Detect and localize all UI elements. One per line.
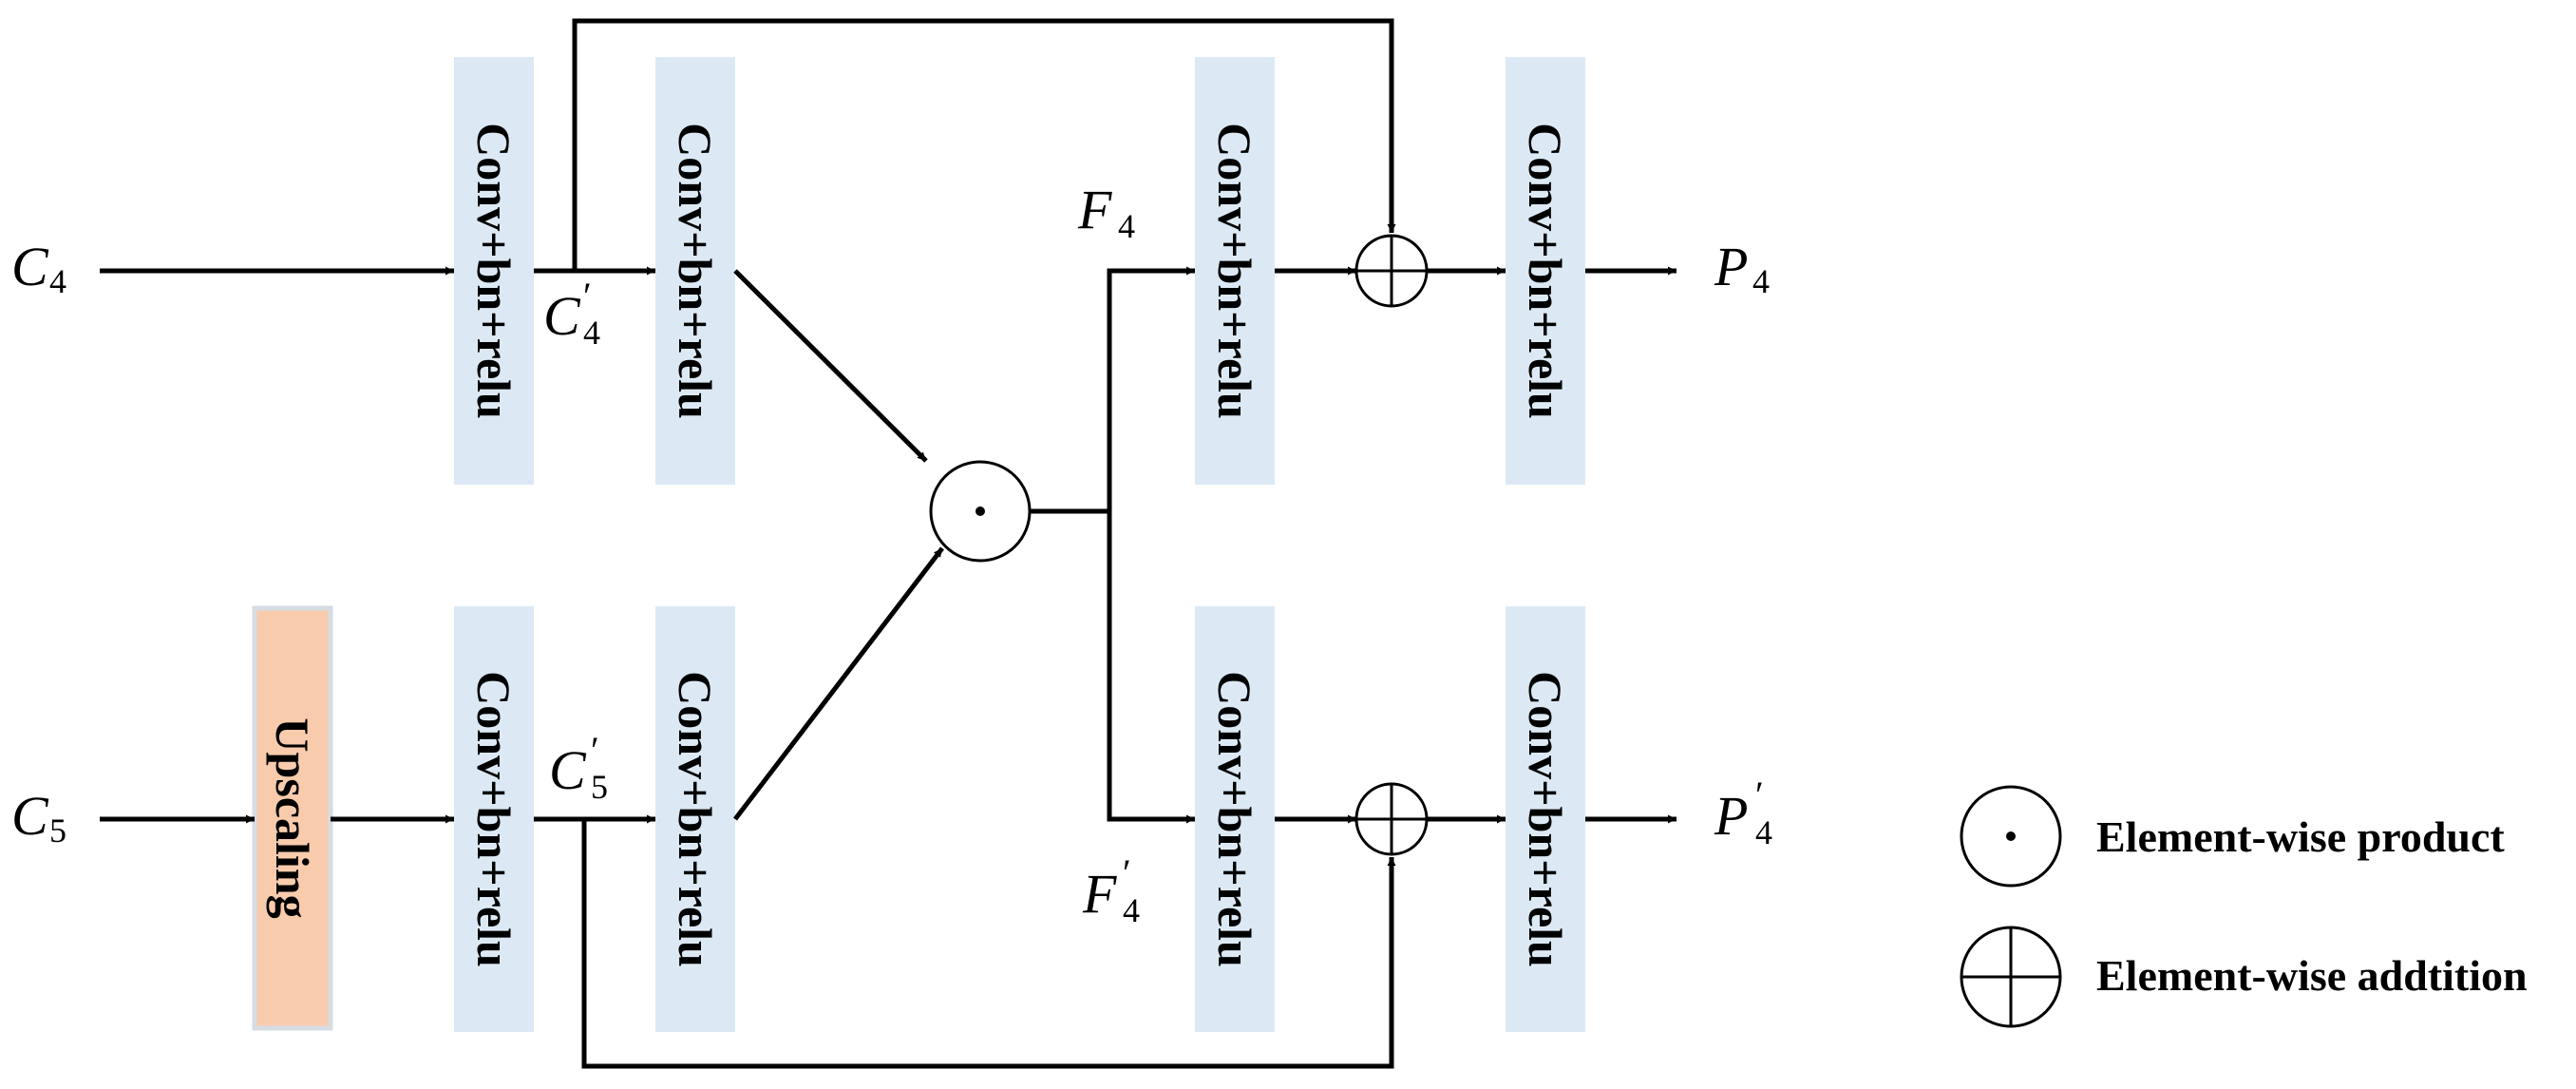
conv-block-top-3: Conv+bn+relu: [1195, 57, 1275, 485]
conv-block-label: Conv+bn+relu: [467, 123, 521, 419]
label-c4-prime: C ′ 4: [543, 275, 600, 352]
legend-addition-label: Element-wise addtition: [2096, 951, 2528, 1000]
svg-text:C: C: [11, 236, 49, 297]
label-c5: C 5: [11, 785, 66, 850]
arrow-split-to-f4-prime: [1107, 511, 1195, 824]
svg-text:4: 4: [583, 314, 600, 352]
conv-block-label: Conv+bn+relu: [1519, 671, 1572, 967]
arrow-split-to-f4: [1107, 266, 1195, 511]
conv-block-bottom-3: Conv+bn+relu: [1195, 606, 1275, 1032]
label-f4: F 4: [1077, 179, 1135, 245]
label-p4: P 4: [1714, 236, 1770, 300]
circle-plus-icon: [1960, 926, 2062, 1028]
label-f4-prime: F ′ 4: [1082, 851, 1140, 929]
circle-plus-icon: [1354, 234, 1429, 308]
svg-text:C: C: [549, 739, 587, 801]
arrow-conv2-to-product-bottom: [733, 546, 944, 821]
circle-plus-icon: [1354, 782, 1429, 856]
svg-text:4: 4: [49, 262, 66, 300]
upscaling-block: Upscaling: [252, 605, 333, 1031]
legend-product-label: Element-wise product: [2096, 812, 2505, 861]
svg-text:4: 4: [1755, 813, 1772, 851]
svg-text:F: F: [1077, 179, 1112, 240]
conv-block-bottom-2: Conv+bn+relu: [655, 606, 735, 1032]
svg-text:5: 5: [49, 812, 66, 850]
svg-text:′: ′: [1755, 774, 1764, 816]
svg-text:′: ′: [583, 275, 592, 317]
upscaling-label: Upscaling: [266, 717, 319, 918]
svg-text:′: ′: [591, 729, 599, 772]
svg-text:C: C: [11, 785, 49, 847]
svg-text:C: C: [543, 285, 581, 347]
conv-block-label: Conv+bn+relu: [1519, 123, 1572, 419]
conv-block-bottom-1: Conv+bn+relu: [454, 606, 534, 1032]
skip-connection-bottom: [581, 819, 1396, 1069]
conv-block-label: Conv+bn+relu: [1208, 671, 1261, 967]
svg-text:P: P: [1714, 236, 1748, 297]
circle-dot-icon: [929, 460, 1032, 563]
conv-block-label: Conv+bn+relu: [669, 123, 722, 419]
conv-block-top-4: Conv+bn+relu: [1506, 57, 1585, 485]
label-p4-prime: P ′ 4: [1714, 774, 1772, 851]
conv-block-bottom-4: Conv+bn+relu: [1506, 606, 1585, 1032]
skip-connection-top: [572, 18, 1396, 271]
label-c5-prime: C ′ 5: [549, 729, 608, 806]
conv-block-top-2: Conv+bn+relu: [655, 57, 735, 485]
legend: Element-wise product Element-wise addtit…: [1960, 785, 2528, 1028]
svg-text:′: ′: [1123, 851, 1131, 894]
svg-text:4: 4: [1118, 207, 1135, 245]
circle-dot-icon: [1960, 785, 2062, 888]
conv-block-label: Conv+bn+relu: [467, 671, 521, 967]
svg-text:P: P: [1714, 785, 1748, 847]
svg-text:5: 5: [591, 768, 608, 806]
label-c4: C 4: [11, 236, 66, 300]
svg-text:F: F: [1082, 863, 1117, 925]
conv-block-top-1: Conv+bn+relu: [454, 57, 534, 485]
conv-block-label: Conv+bn+relu: [669, 671, 722, 967]
svg-text:4: 4: [1752, 262, 1770, 300]
arrow-conv2-to-product: [733, 269, 928, 463]
conv-block-label: Conv+bn+relu: [1208, 123, 1261, 419]
svg-text:4: 4: [1123, 891, 1140, 929]
